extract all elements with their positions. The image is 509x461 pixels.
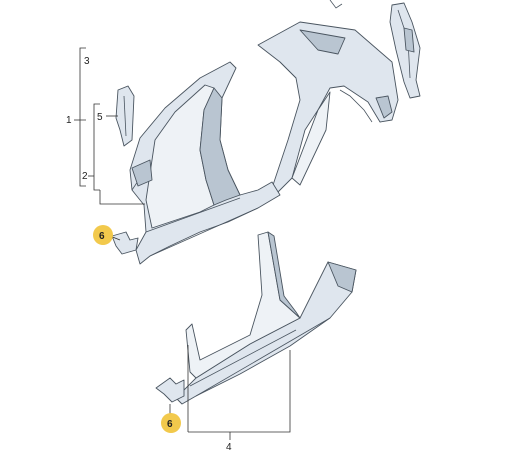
rear-pillar-reinforcement xyxy=(329,0,421,99)
callout-2: 2 xyxy=(82,171,88,182)
callout-6-upper: 6 xyxy=(99,231,105,242)
rear-quarter-panel xyxy=(257,21,399,193)
bracket-part-6-upper xyxy=(111,231,139,255)
callout-1: 1 xyxy=(66,115,72,126)
callout-4: 4 xyxy=(226,442,232,453)
callout-6-upper-highlight xyxy=(93,225,113,245)
side-frame-upper xyxy=(129,61,281,265)
callout-5: 5 xyxy=(97,112,103,123)
bracket-part-6-lower xyxy=(155,377,185,403)
callout-6-lower: 6 xyxy=(167,419,173,430)
side-sill-lower xyxy=(175,231,357,405)
callout-6-lower-highlight xyxy=(161,413,181,433)
callout-leaders xyxy=(74,47,291,440)
callout-3: 3 xyxy=(84,56,90,67)
bracket-part-5 xyxy=(115,85,135,147)
